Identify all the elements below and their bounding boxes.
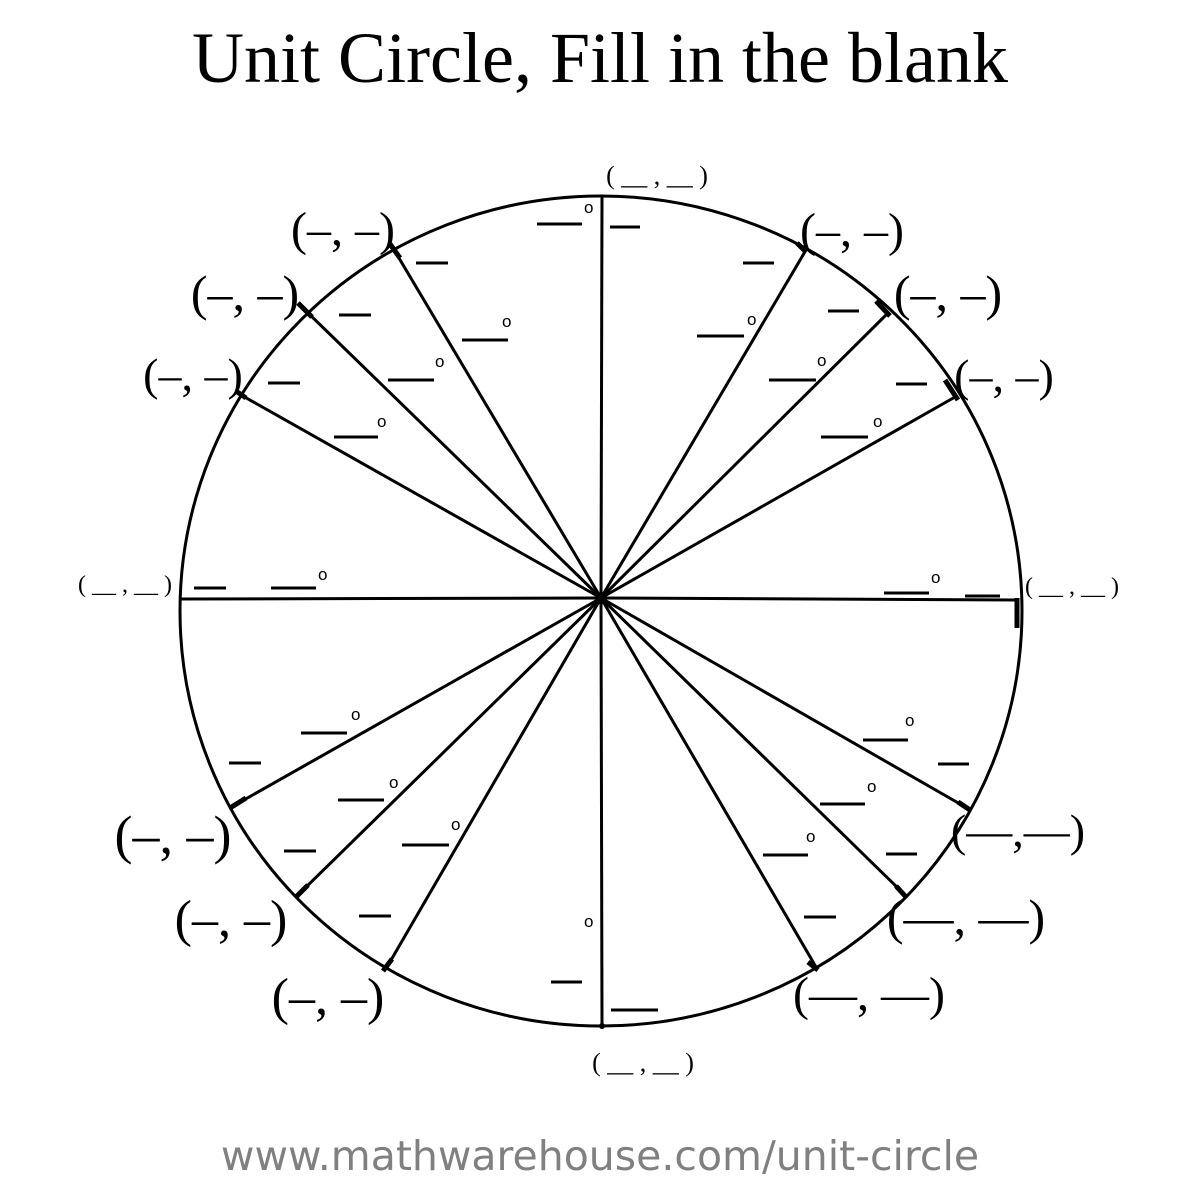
end-mark-135 (296, 301, 314, 319)
degree-symbol-240: o (451, 815, 460, 834)
spoke-225 (298, 596, 603, 895)
degree-symbol-180: o (318, 565, 327, 584)
degree-symbols: o o o o o o o o o o o o o o o o (318, 198, 940, 931)
degree-symbol-270: o (584, 912, 593, 931)
spoke-315 (599, 596, 905, 895)
point-label-45: (–, –) (894, 265, 1002, 321)
page-title: Unit Circle, Fill in the blank (192, 18, 1008, 98)
degree-symbol-225: o (389, 773, 398, 792)
point-label-bottom: ( __ , __ ) (592, 1048, 694, 1077)
degree-symbol-60: o (747, 310, 756, 329)
degree-symbol-315: o (867, 777, 876, 796)
point-label-330: (—,—) (951, 805, 1085, 856)
point-label-210: (–, –) (115, 805, 232, 865)
spoke-45 (599, 311, 890, 600)
end-mark-315 (894, 884, 908, 899)
point-label-135: (–, –) (191, 265, 299, 321)
point-label-300: (—, —) (793, 968, 945, 1021)
spoke-120 (391, 247, 603, 599)
point-label-150: (–, –) (143, 349, 243, 400)
point-label-225: (–, –) (175, 891, 288, 948)
end-mark-240 (381, 957, 394, 973)
degree-symbol-330: o (905, 711, 914, 730)
spoke-30 (600, 395, 956, 600)
center-point (597, 594, 605, 602)
point-label-top: ( __ , __ ) (606, 161, 708, 190)
spoke-210 (234, 596, 602, 807)
footer-url[interactable]: www.mathwarehouse.com/unit-circle (220, 1132, 980, 1180)
end-mark-45 (874, 299, 892, 318)
spoke-180 (179, 596, 602, 601)
end-mark-150 (234, 388, 248, 401)
spoke-330 (600, 596, 968, 810)
spoke-270 (599, 597, 604, 1027)
degree-symbol-135: o (435, 352, 444, 371)
end-mark-330 (956, 799, 972, 813)
spokes (179, 194, 1020, 1027)
degree-symbol-30: o (873, 412, 882, 431)
degree-symbol-120: o (502, 312, 511, 331)
spoke-300 (599, 597, 818, 968)
degree-symbol-0: o (931, 568, 940, 587)
point-label-right: ( __ , __ ) (1025, 574, 1119, 600)
end-mark-225 (294, 883, 310, 899)
spoke-60 (599, 249, 808, 599)
point-label-60: (–, –) (800, 204, 904, 257)
spoke-135 (303, 308, 603, 600)
spoke-150 (240, 393, 602, 600)
degree-symbol-210: o (351, 705, 360, 724)
spoke-90 (599, 194, 604, 599)
end-mark-30 (942, 378, 961, 402)
spoke-0 (600, 596, 1020, 602)
degree-symbol-300: o (806, 827, 815, 846)
end-mark-210 (228, 795, 248, 811)
degree-symbol-150: o (377, 412, 386, 431)
point-label-315: (—, —) (887, 889, 1045, 945)
degree-symbol-45: o (817, 351, 826, 370)
point-label-left: ( __ , __ ) (78, 572, 172, 598)
end-mark-120 (387, 242, 403, 260)
angle-blanks (194, 222, 1000, 1012)
point-label-30: (–, –) (954, 350, 1054, 401)
coordinate-labels: ( __ , __ ) ( __ , __ ) ( __ , __ ) ( __… (78, 161, 1119, 1077)
point-label-240: (–, –) (272, 969, 385, 1026)
end-mark-300 (806, 960, 820, 972)
bottom-point (599, 1023, 605, 1029)
point-label-120: (–, –) (291, 203, 395, 256)
degree-symbol-90: o (584, 198, 593, 217)
end-mark-60 (795, 241, 808, 254)
spoke-end-marks (228, 241, 1020, 973)
spoke-240 (385, 597, 603, 968)
